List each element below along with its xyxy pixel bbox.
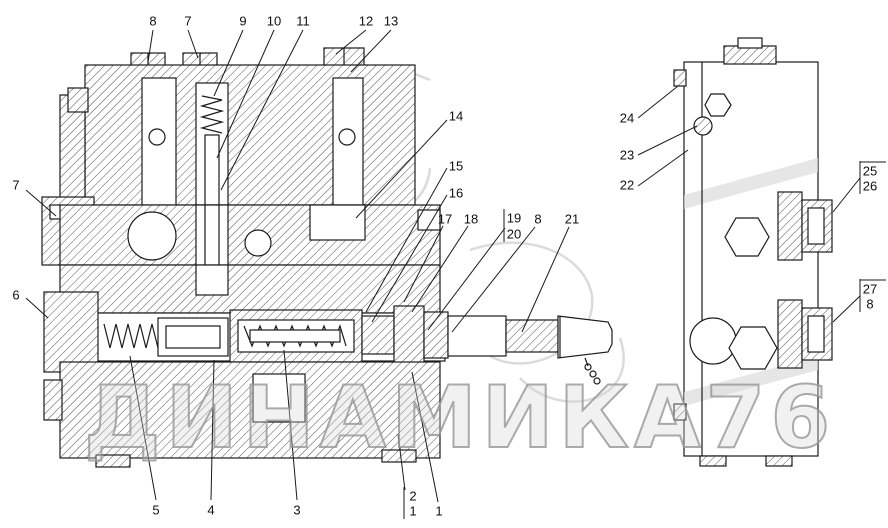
hex-bolt-big (728, 326, 778, 370)
callout-10: 10 (266, 13, 282, 29)
upper-housing (84, 64, 416, 206)
round-boss (689, 317, 737, 365)
callout-20: 20 (506, 226, 522, 242)
callout-21: 21 (564, 211, 580, 227)
callout-18: 18 (463, 211, 479, 227)
callout-4: 4 (207, 502, 215, 518)
callout-1-group: 1 (409, 503, 417, 519)
callout-26: 26 (862, 178, 878, 194)
lower-housing (59, 264, 441, 314)
callout-25: 25 (862, 163, 878, 179)
callout-8-top: 8 (149, 13, 157, 29)
callout-3: 3 (293, 502, 301, 518)
callout-17: 17 (437, 211, 453, 227)
callout-2: 2 (409, 488, 417, 504)
main-section-view (41, 47, 613, 468)
leader-lines (25, 29, 886, 519)
vertical-spring (199, 95, 225, 134)
pin-hole (693, 116, 713, 136)
callout-13: 13 (383, 13, 399, 29)
callout-7-left: 7 (12, 177, 20, 193)
callout-8-side: 8 (866, 296, 874, 312)
top-plug-side (723, 45, 777, 65)
horizontal-spring (103, 323, 159, 349)
hex-bolt-mid (724, 217, 770, 257)
callout-5: 5 (152, 502, 160, 518)
callout-22: 22 (619, 177, 635, 193)
side-view (673, 37, 833, 467)
port-cavity (309, 204, 366, 241)
callout-16: 16 (448, 185, 464, 201)
callout-11: 11 (296, 13, 310, 29)
callout-9: 9 (239, 13, 247, 29)
callout-19: 19 (506, 210, 522, 226)
callout-24: 24 (619, 110, 635, 126)
hex-bolt-small (704, 93, 732, 117)
left-end-cap (43, 291, 99, 373)
callout-8-mid: 8 (534, 211, 542, 227)
callout-14: 14 (448, 108, 464, 124)
callout-15: 15 (448, 158, 464, 174)
callout-23: 23 (619, 147, 635, 163)
callout-7-top: 7 (184, 13, 192, 29)
lower-port (777, 299, 833, 369)
callout-1: 1 (435, 503, 443, 519)
callout-27: 27 (862, 281, 878, 297)
upper-port (777, 191, 833, 261)
callout-12: 12 (358, 13, 374, 29)
nut (505, 319, 559, 353)
lever-end (557, 315, 613, 359)
callout-6: 6 (12, 287, 20, 303)
spool-end (447, 315, 507, 357)
bottom-housing (59, 361, 441, 459)
